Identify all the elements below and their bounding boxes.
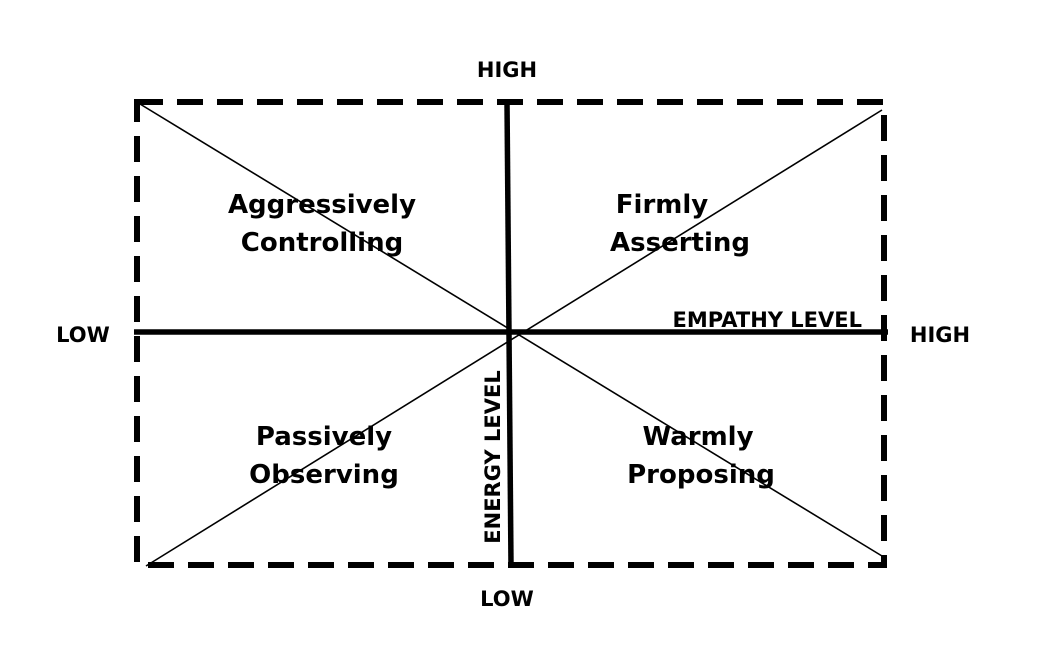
horizontal-axis-left-label: LOW bbox=[56, 323, 110, 347]
quadrant-top-left-line1: Aggressively bbox=[228, 190, 416, 220]
vertical-axis-name: ENERGY LEVEL bbox=[481, 370, 505, 543]
quadrant-top-left-line2: Controlling bbox=[241, 228, 403, 258]
diagonal-line-ascending bbox=[145, 109, 883, 567]
quadrant-bottom-left-line1: Passively bbox=[256, 422, 392, 452]
quadrant-top-right-line2: Asserting bbox=[610, 228, 750, 258]
horizontal-axis-name: EMPATHY LEVEL bbox=[673, 308, 862, 332]
horizontal-axis-right-label: HIGH bbox=[910, 323, 970, 347]
quadrant-bottom-right-line2: Proposing bbox=[627, 460, 775, 490]
quadrant-bottom-right-line1: Warmly bbox=[642, 422, 753, 452]
vertical-axis-top-label: HIGH bbox=[477, 58, 537, 82]
vertical-axis-bottom-label: LOW bbox=[480, 587, 534, 611]
quadrant-top-right-line1: Firmly bbox=[616, 190, 708, 220]
quadrant-bottom-left-line2: Observing bbox=[249, 460, 399, 490]
